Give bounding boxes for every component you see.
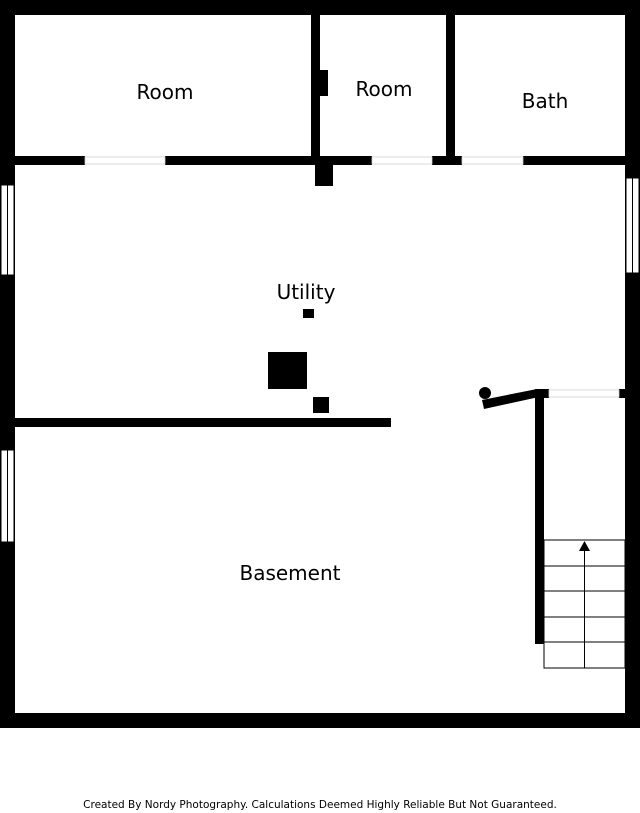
room-label-room-1: Room	[137, 80, 194, 104]
wall-utility-basement	[15, 418, 391, 427]
column-medium	[313, 397, 329, 413]
door-openings	[84, 156, 620, 398]
wall-stair-top	[535, 389, 549, 398]
wall-room-bath-divider	[446, 15, 455, 160]
door-opening-stair	[548, 389, 620, 398]
wall-post	[315, 156, 333, 186]
wall-angled-stub	[482, 389, 539, 409]
room-labels: Room Room Bath Utility Basement	[137, 77, 569, 585]
exterior-wall-bottom	[0, 713, 640, 728]
interior-walls	[15, 15, 625, 644]
wall-room-divider	[311, 15, 320, 160]
door-opening-room-2	[371, 156, 433, 165]
window-right-upper	[625, 177, 640, 274]
window-left-lower	[0, 449, 15, 543]
exterior-wall-top	[0, 0, 640, 15]
wall-end-cap	[479, 387, 491, 399]
staircase	[543, 539, 626, 669]
wall-top-rooms-segment-1	[15, 156, 85, 165]
room-label-basement: Basement	[239, 561, 340, 585]
exterior-wall-right	[625, 0, 640, 728]
wall-top-rooms-segment-2	[165, 156, 372, 165]
window-left-upper	[0, 184, 15, 276]
wall-top-rooms-segment-4	[523, 156, 625, 165]
door-opening-bath	[461, 156, 524, 165]
footer-credit: Created By Nordy Photography. Calculatio…	[83, 799, 557, 811]
door-stop-mark	[320, 70, 328, 96]
wall-top-rooms-segment-3	[432, 156, 462, 165]
column-large	[268, 352, 307, 389]
windows	[0, 177, 640, 543]
exterior-wall-left	[0, 0, 15, 728]
wall-stair-left	[535, 392, 544, 644]
fixtures	[268, 309, 329, 413]
door-opening-room-1	[84, 156, 166, 165]
column-small	[303, 309, 314, 318]
room-label-room-2: Room	[356, 77, 413, 101]
stair-up-arrow-icon	[579, 541, 590, 551]
room-label-bath: Bath	[522, 89, 569, 113]
wall-stair-top-right	[619, 389, 625, 398]
room-label-utility: Utility	[277, 280, 336, 304]
